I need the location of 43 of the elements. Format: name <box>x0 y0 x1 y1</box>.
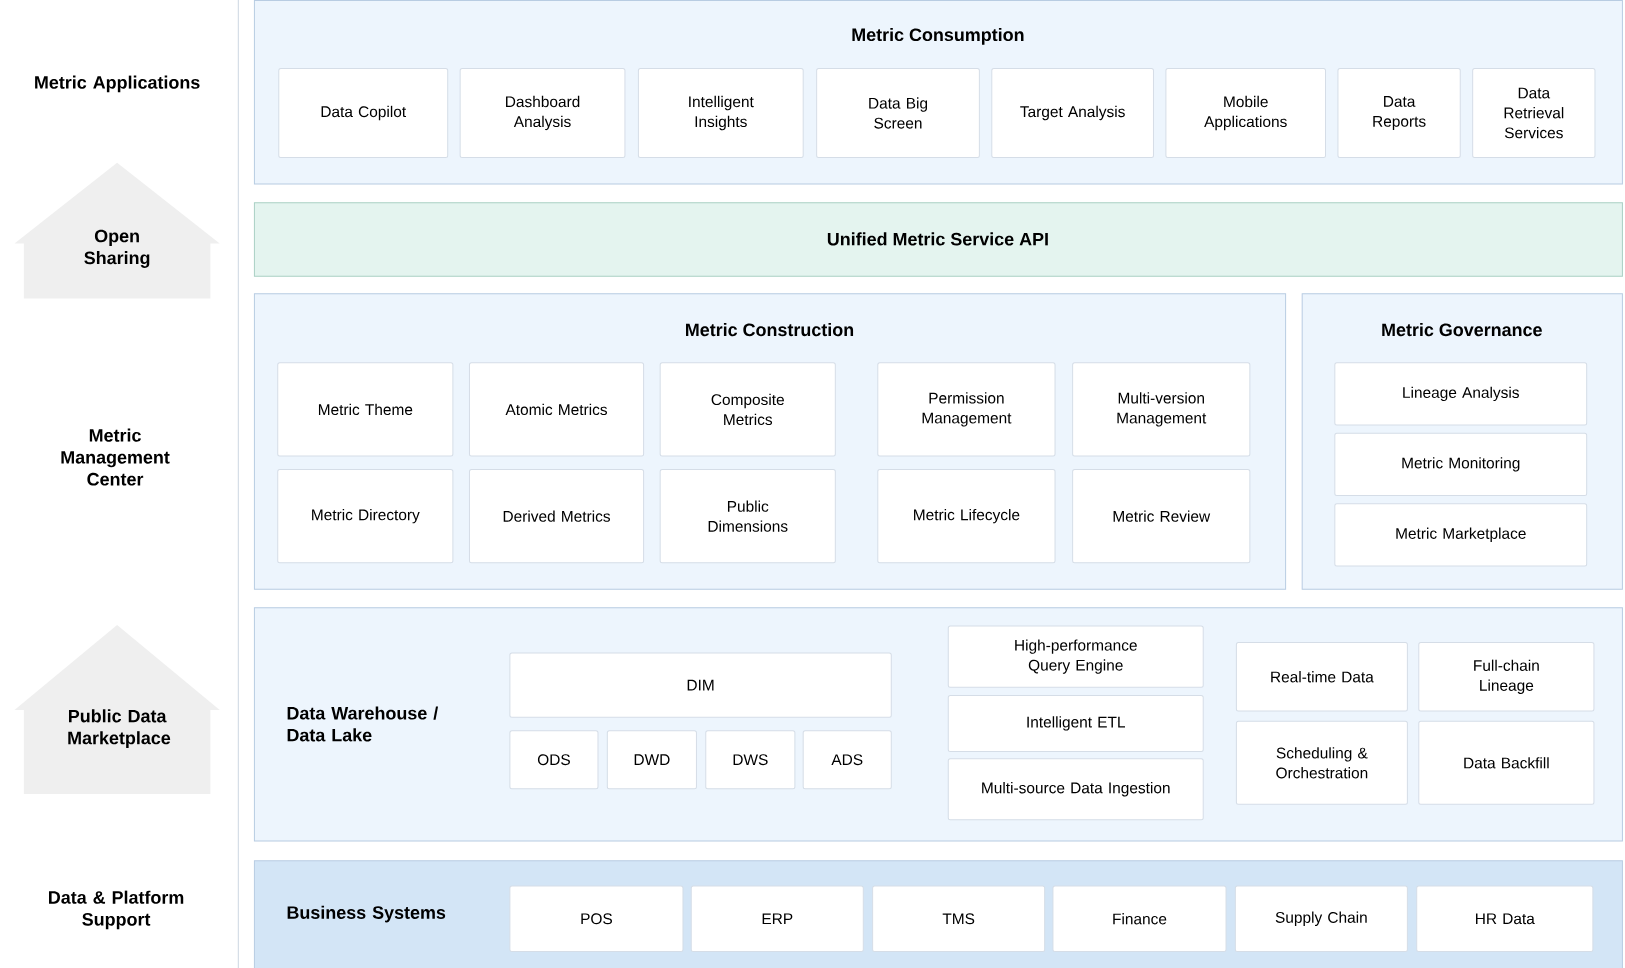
module-box: DWS <box>705 730 796 790</box>
module-box: Data Copilot <box>278 67 449 159</box>
module-box: High-performance Query Engine <box>947 625 1204 688</box>
module-box: Supply Chain <box>1234 885 1408 952</box>
module-box: Metric Theme <box>277 362 454 457</box>
module-box: Full-chain Lineage <box>1418 642 1595 712</box>
module-box: HR Data <box>1416 885 1594 952</box>
module-box: Composite Metrics <box>659 362 836 457</box>
module-box: Metric Lifecycle <box>877 469 1056 564</box>
module-box: ERP <box>690 885 864 952</box>
module-box: Real-time Data <box>1235 642 1408 712</box>
module-box: Public Dimensions <box>659 469 836 564</box>
module-box: DWD <box>606 730 697 790</box>
layer-panel: Unified Metric Service API <box>253 202 1623 277</box>
module-box: Derived Metrics <box>468 469 645 564</box>
module-box: Data Big Screen <box>816 67 980 159</box>
module-box: Dashboard Analysis <box>459 67 626 159</box>
module-box: ADS <box>802 730 892 790</box>
module-box: Data Reports <box>1337 67 1461 159</box>
module-box: Intelligent Insights <box>637 67 804 159</box>
module-box: Permission Management <box>877 362 1056 457</box>
layer-label: Data & Platform Support <box>49 890 184 930</box>
module-box: Scheduling & Orchestration <box>1235 720 1408 805</box>
module-box: TMS <box>872 885 1046 952</box>
module-box: Finance <box>1052 885 1227 952</box>
module-box: Metric Marketplace <box>1334 503 1588 567</box>
module-box: Mobile Applications <box>1165 67 1326 159</box>
module-box: Metric Directory <box>277 469 454 564</box>
module-box: Metric Monitoring <box>1334 432 1588 496</box>
module-box: ODS <box>509 730 599 790</box>
module-box: Multi-version Management <box>1072 362 1251 457</box>
layer-label: Metric Management Center <box>61 428 170 486</box>
module-box: Lineage Analysis <box>1334 362 1588 426</box>
module-box: Data Backfill <box>1418 720 1595 805</box>
module-box: POS <box>509 885 684 952</box>
module-box: DIM <box>509 652 892 718</box>
module-box: Multi-source Data Ingestion <box>947 758 1204 821</box>
layer-label: Metric Applications <box>35 75 200 93</box>
module-box: Metric Review <box>1072 469 1251 564</box>
module-box: Target Analysis <box>991 67 1154 159</box>
module-box: Intelligent ETL <box>947 694 1204 752</box>
module-box: Data Retrieval Services <box>1472 67 1596 159</box>
module-box: Atomic Metrics <box>468 362 645 457</box>
